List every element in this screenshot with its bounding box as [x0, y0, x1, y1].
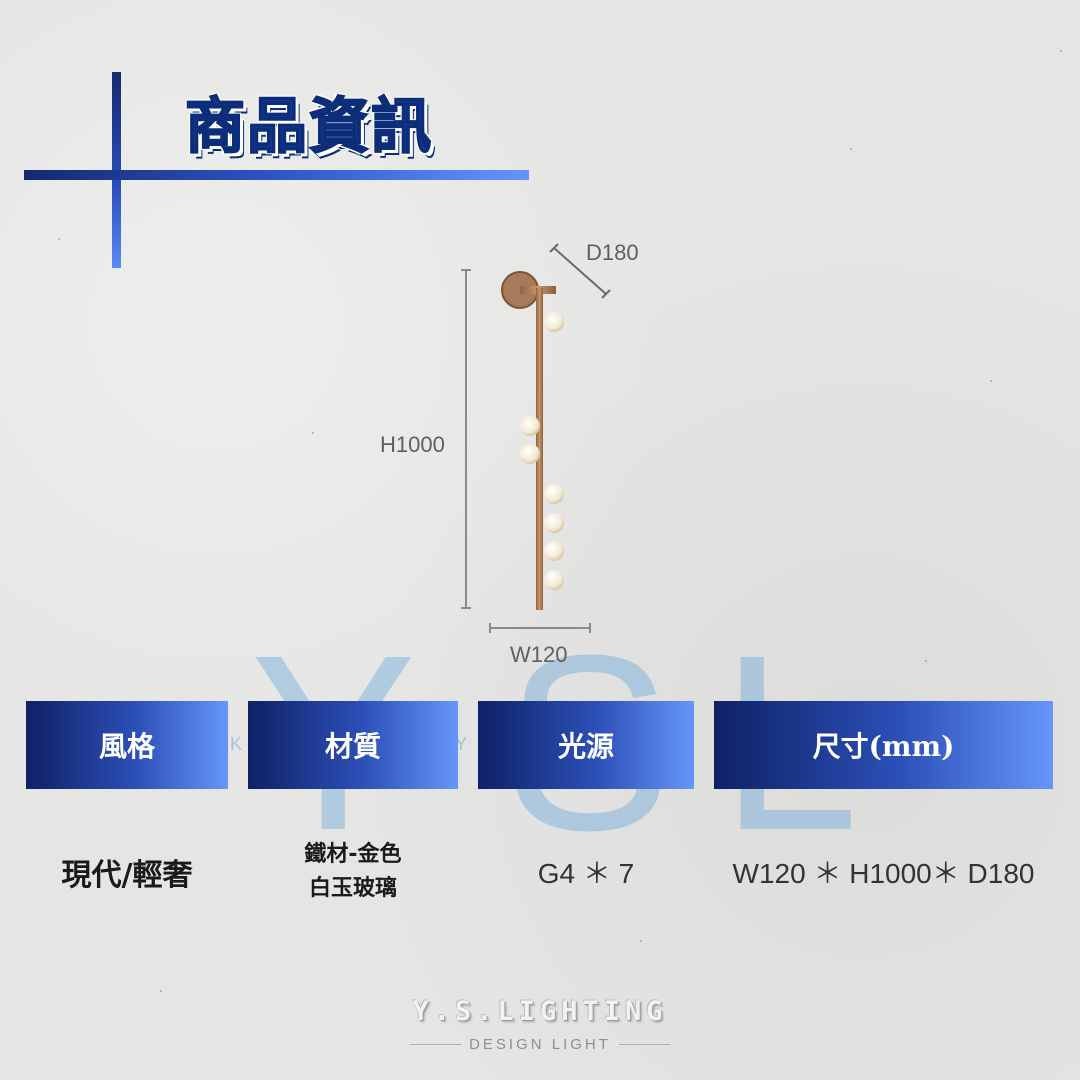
brand-logo: Y.S.LIGHTING [412, 996, 668, 1027]
texture-speck [312, 432, 314, 434]
page-title: 商品資訊 [184, 91, 433, 163]
spec-value-light-source: G4 ＊ 7 [537, 858, 635, 889]
spec-value-material: 鐵材-金色 白玉玻璃 [248, 838, 458, 906]
spec-value-style: 現代/輕奢 [61, 858, 193, 893]
width-dimension-line [489, 623, 591, 633]
texture-speck [1060, 50, 1062, 52]
texture-speck [58, 238, 60, 240]
width-dimension-label: W120 [510, 642, 568, 667]
watermark-small-right: Y [455, 734, 474, 754]
lamp-rod [536, 288, 543, 610]
spec-value-material-line-2: 白玉玻璃 [308, 876, 397, 901]
depth-dimension-line [549, 243, 611, 299]
height-dimension-line [461, 269, 471, 609]
spec-value-size: W120 ＊ H1000＊ D180 [732, 858, 1035, 889]
texture-speck [925, 660, 927, 662]
spec-header-material: 材質 [248, 701, 458, 789]
brand-tagline: DESIGN LIGHT [469, 1036, 611, 1053]
brand-tagline-row: DESIGN LIGHT [410, 1036, 671, 1053]
spec-header-size: 尺寸(mm) [714, 701, 1053, 789]
lamp-globes [520, 312, 564, 590]
height-dimension-label: H1000 [380, 432, 445, 457]
spec-header-light-source: 光源 [478, 701, 694, 789]
tagline-rule-right [618, 1044, 671, 1045]
texture-speck [990, 380, 992, 382]
header-horizontal-line [24, 170, 529, 180]
texture-speck [160, 990, 162, 992]
wall-lamp-illustration [461, 243, 611, 633]
depth-dimension-label: D180 [586, 240, 639, 265]
spec-header-style: 風格 [26, 701, 228, 789]
product-drawing: D180 H1000 W120 [370, 236, 690, 676]
tagline-rule-left [410, 1044, 462, 1045]
watermark-small-left: K [230, 734, 249, 754]
spec-value-material-line-1: 鐵材-金色 [304, 842, 402, 867]
texture-speck [850, 148, 852, 150]
texture-speck [640, 940, 642, 942]
